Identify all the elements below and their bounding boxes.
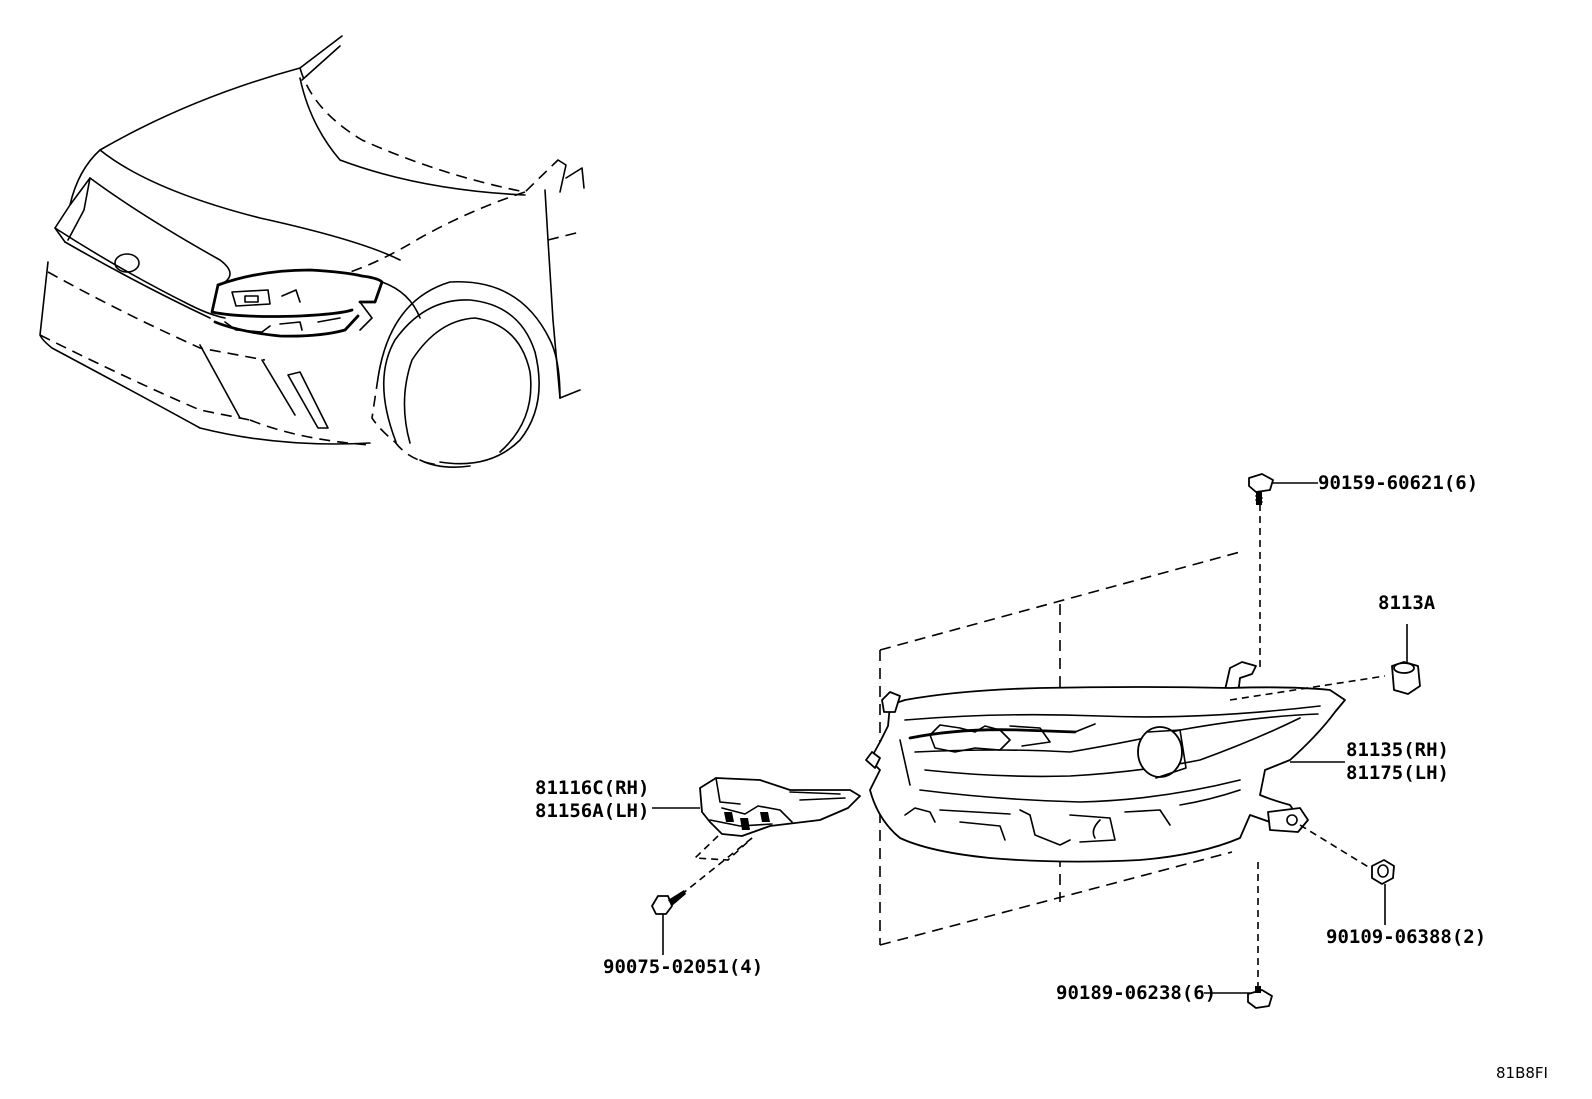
- screw-icon: [651, 890, 686, 915]
- car-front-view-illustration: [39, 35, 585, 468]
- label-screw: 90075-02051(4): [603, 956, 763, 978]
- label-bolt-bottom: 90189-06238(6): [1056, 982, 1216, 1004]
- label-bolt-top: 90159-60621(6): [1318, 472, 1478, 494]
- headlamp-assembly-illustration: [865, 551, 1346, 946]
- label-headlamp-rh: 81135(RH): [1346, 739, 1449, 761]
- label-bracket-rh: 81116C(RH): [535, 777, 649, 799]
- diagram-code: 81B8FI: [1496, 1064, 1548, 1082]
- leader-nut-dashed: [1299, 824, 1371, 869]
- bolt-bottom-icon: [1247, 986, 1273, 1009]
- bracket-illustration: [699, 777, 861, 837]
- leader-screw-dashed: [671, 837, 753, 903]
- label-bracket-lh: 81156A(LH): [535, 800, 649, 822]
- nut-icon: [1371, 859, 1395, 885]
- label-nut-right: 90109-06388(2): [1326, 926, 1486, 948]
- bulb-socket-icon: [1391, 661, 1421, 695]
- label-socket: 8113A: [1378, 592, 1436, 614]
- bracket-dashed-outline: [693, 835, 753, 861]
- bolt-icon: [1248, 473, 1274, 505]
- label-headlamp-lh: 81175(LH): [1346, 762, 1449, 784]
- leader-socket-dashed: [1229, 675, 1386, 701]
